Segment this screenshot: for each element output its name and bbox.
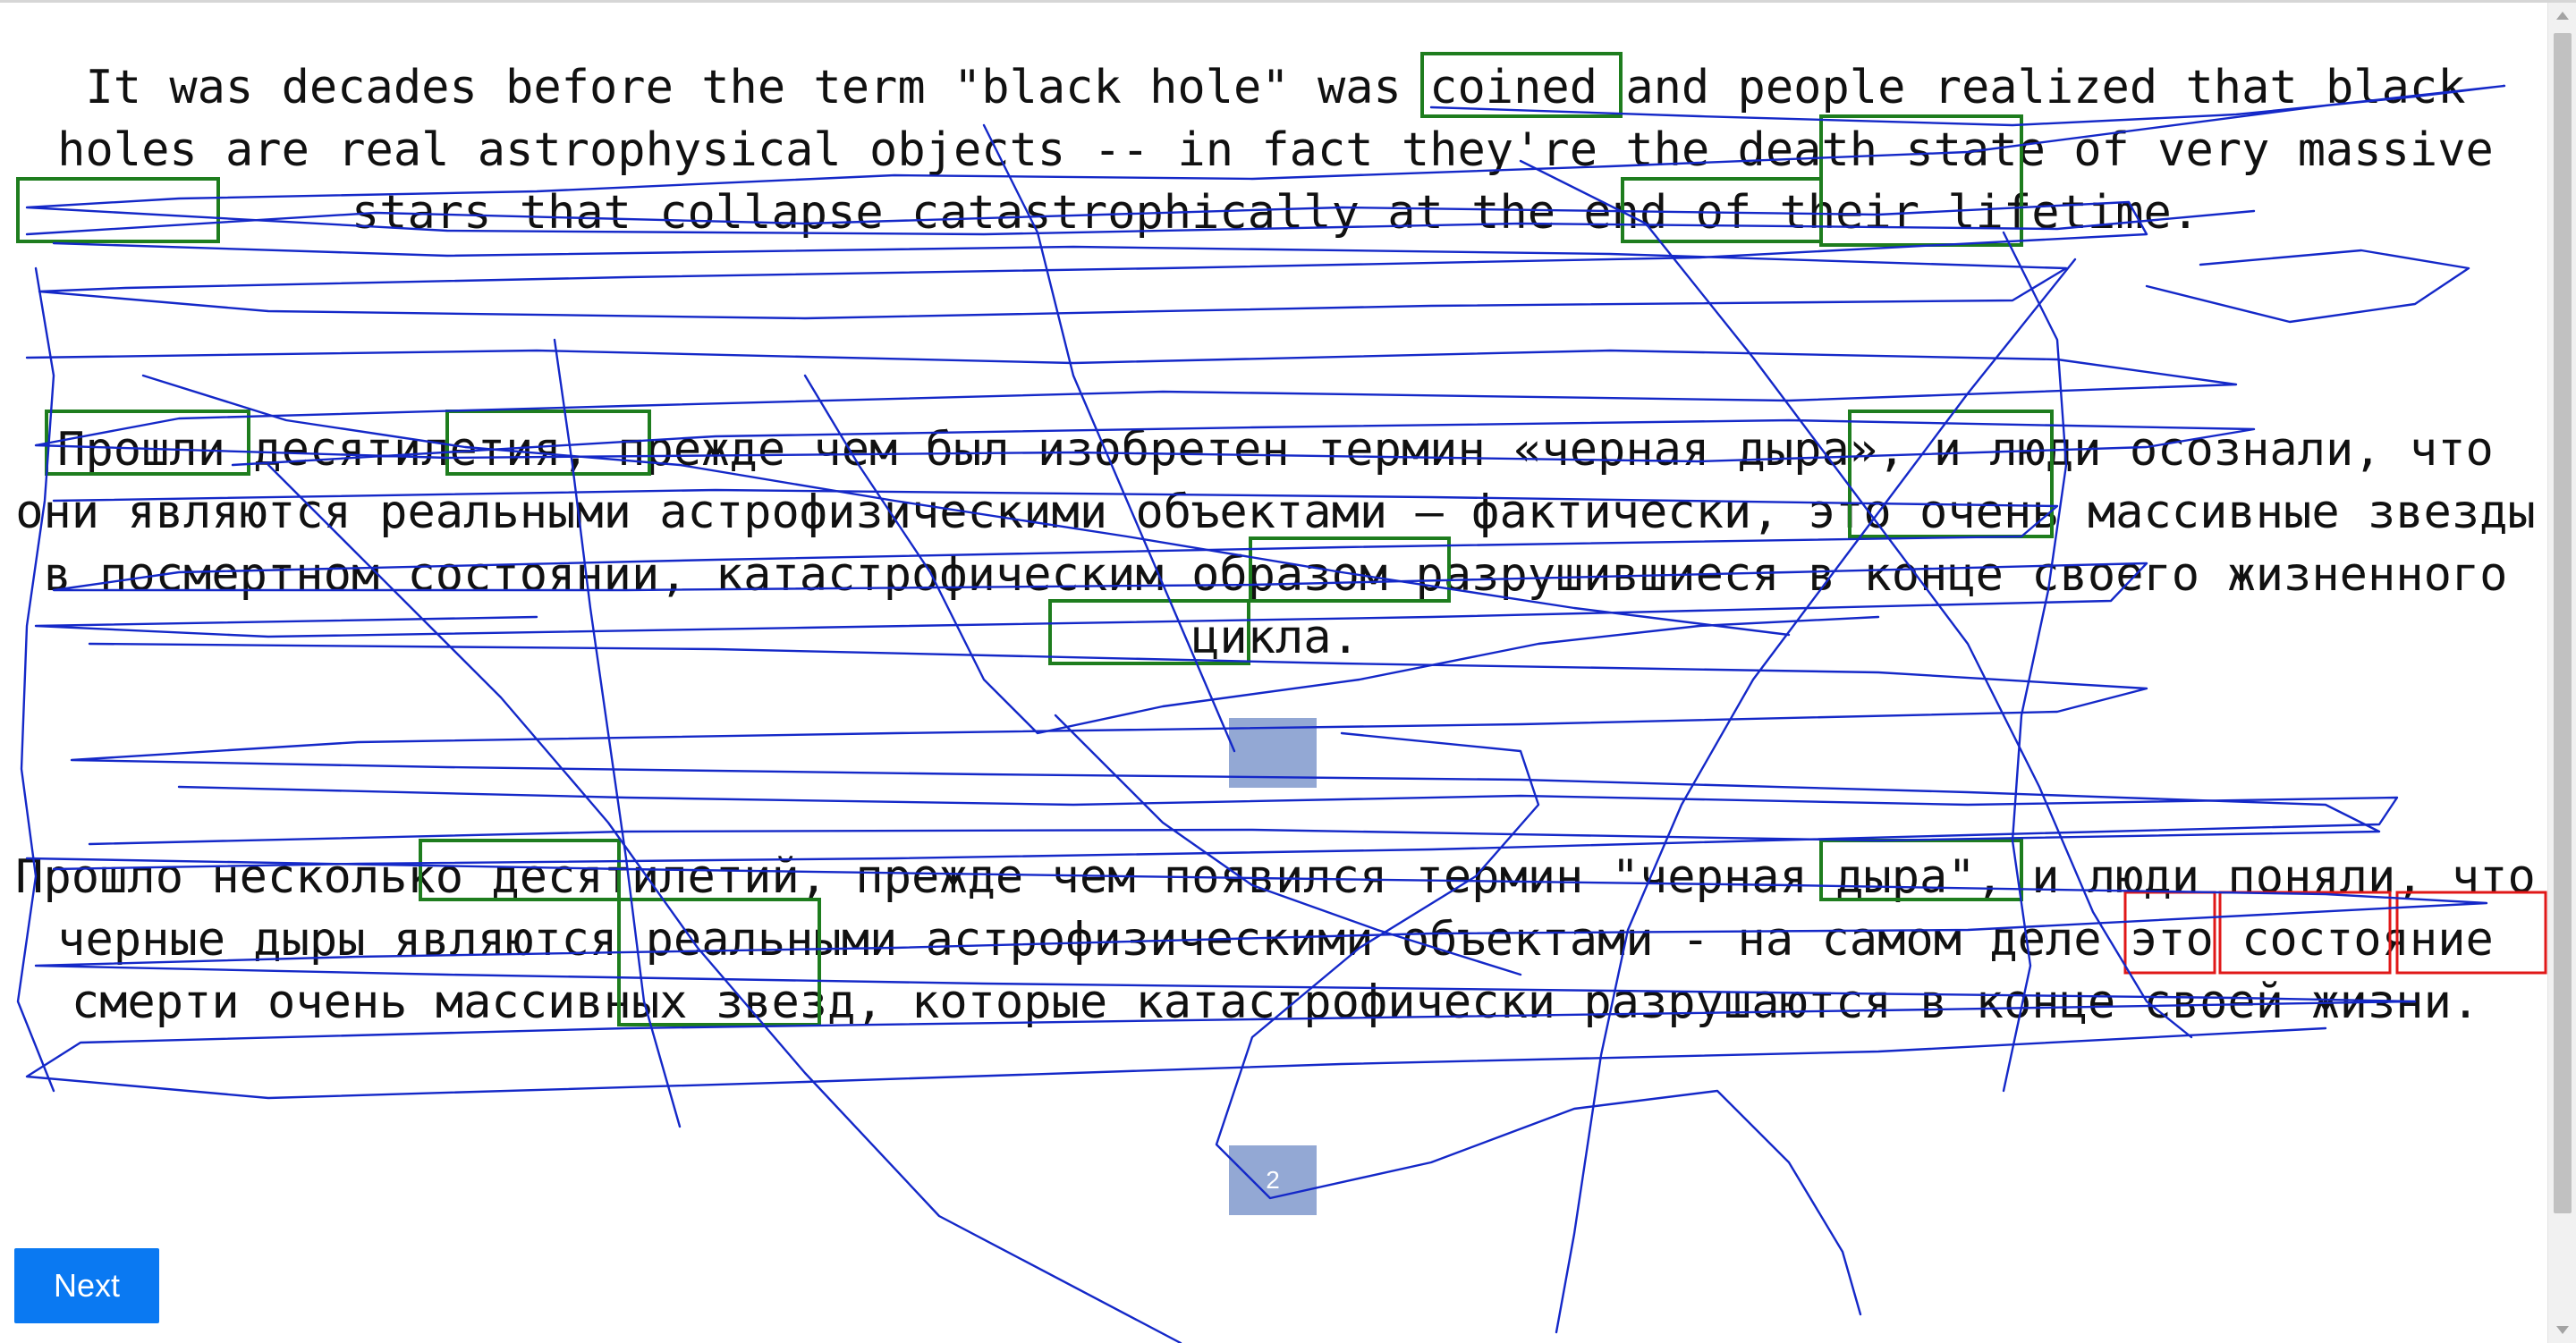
content-area: It was decades before the term "black ho… — [0, 3, 2547, 1343]
top-border — [0, 0, 2576, 3]
next-button[interactable]: Next — [14, 1248, 159, 1323]
russian-translation-2: Прошло несколько десятилетий, прежде чем… — [15, 850, 2536, 1029]
scrollbar-thumb[interactable] — [2554, 33, 2572, 1213]
translation-1-badge[interactable] — [1229, 718, 1317, 788]
english-passage: It was decades before the term "black ho… — [57, 61, 2494, 240]
russian-translation-1: Прошли десятилетия, прежде чем был изобр… — [15, 423, 2536, 664]
scroll-down-arrow-icon[interactable] — [2556, 1326, 2569, 1334]
vertical-scrollbar[interactable] — [2547, 3, 2576, 1343]
scroll-up-arrow-icon[interactable] — [2556, 12, 2569, 20]
translation-2-badge[interactable]: 2 — [1229, 1145, 1317, 1215]
